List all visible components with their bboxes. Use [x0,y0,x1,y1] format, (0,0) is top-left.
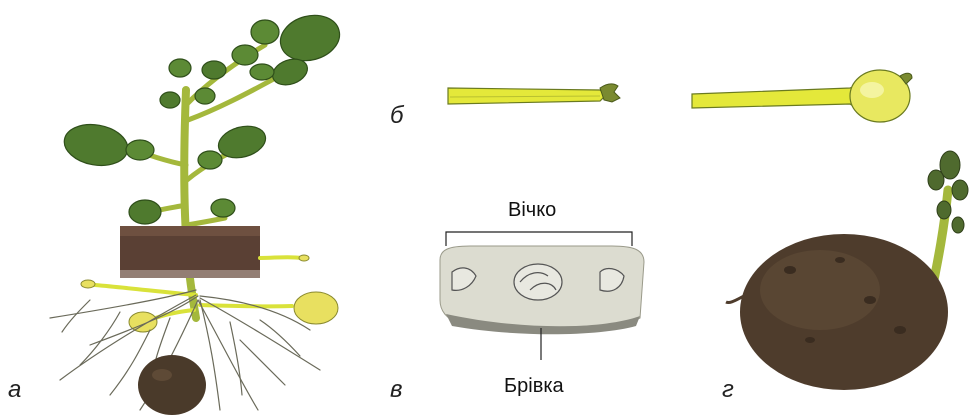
stolon-illustration [448,84,620,104]
panel-label-a: а [8,378,21,402]
panel-label-v: в [390,378,403,402]
potato-plant-illustration [50,9,345,415]
tuber-forming-illustration [692,70,912,122]
tuber-section-illustration [440,232,644,360]
mother-tuber [138,355,206,415]
sprouting-tuber-illustration [726,151,968,390]
eye-label: Вічко [508,200,556,220]
panel-label-b: б [390,104,404,128]
brow-label: Брівка [504,376,564,396]
panel-label-g: г [722,378,734,402]
